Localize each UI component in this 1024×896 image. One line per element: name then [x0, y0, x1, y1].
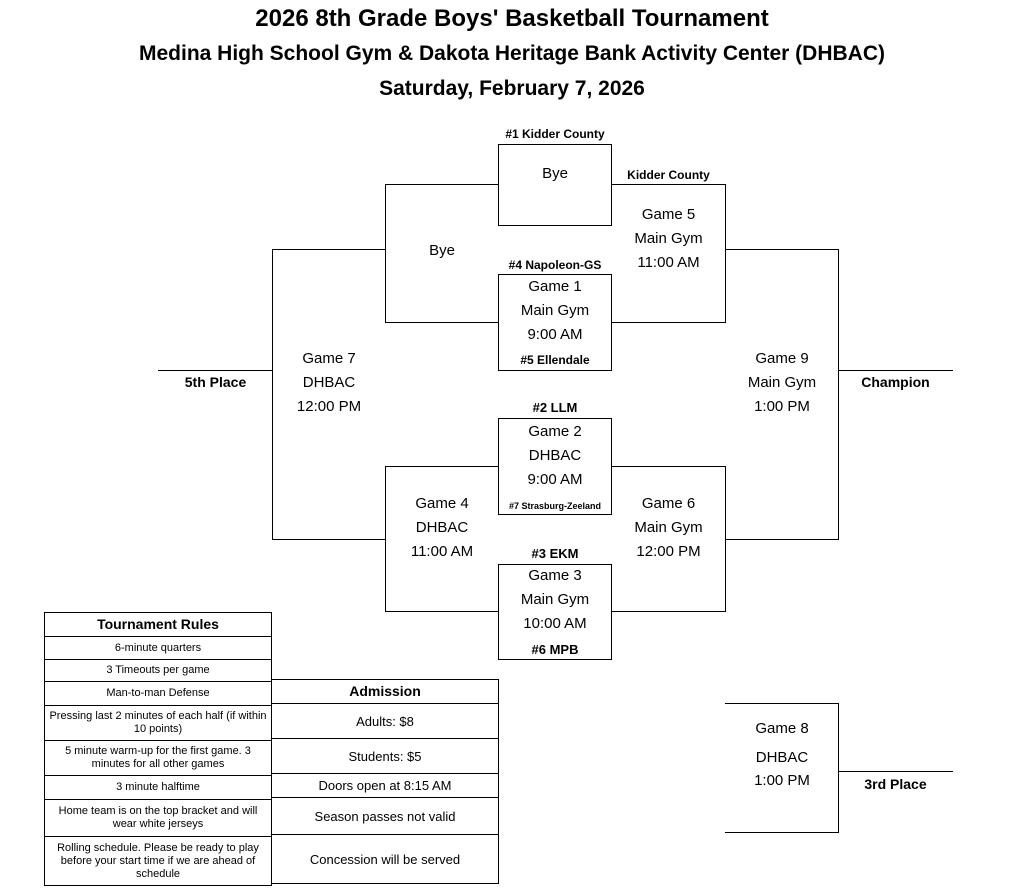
fifth-place-label: 5th Place [184, 374, 247, 390]
bye-label-round2: Bye [429, 242, 455, 259]
game-1-name: Game 1 [528, 278, 582, 295]
bye-label-top: Bye [542, 165, 568, 182]
seed-1-team: #1 Kidder County [505, 127, 605, 141]
game-6-location: Main Gym [634, 519, 703, 536]
game-5-location: Main Gym [634, 230, 703, 247]
game-9-time: 1:00 PM [754, 398, 810, 415]
admission-item: Season passes not valid [271, 797, 499, 835]
game-8-name: Game 8 [755, 720, 809, 737]
rules-heading: Tournament Rules [44, 612, 272, 637]
admission-item: Adults: $8 [271, 703, 499, 739]
game-7-location: DHBAC [302, 374, 356, 391]
rule-item: 6-minute quarters [44, 636, 272, 660]
game-7-info: Game 7 DHBAC 12:00 PM [272, 347, 386, 419]
game-6-name: Game 6 [641, 495, 696, 512]
game-5-info: Game 5 Main Gym 11:00 AM [611, 203, 726, 275]
rule-item: 3 Timeouts per game [44, 659, 272, 682]
game-1-time: 9:00 AM [527, 326, 583, 343]
game-2-info: Game 2 DHBAC 9:00 AM [498, 420, 612, 492]
seed-4-team: #4 Napoleon-GS [508, 258, 602, 272]
game-8-location: DHBAC [755, 749, 809, 766]
game-2-location: DHBAC [528, 447, 582, 464]
game-9-location: Main Gym [747, 374, 817, 391]
game-9-name: Game 9 [755, 350, 809, 367]
admission-table: Admission Adults: $8 Students: $5 Doors … [271, 679, 499, 884]
game-8-time: 1:00 PM [754, 772, 810, 789]
game-2-name: Game 2 [528, 423, 582, 440]
game-4-time: 11:00 AM [410, 543, 474, 560]
game-4-location: DHBAC [415, 519, 469, 536]
champion-label: Champion [861, 374, 930, 390]
seed-2-team: #2 LLM [532, 400, 578, 415]
game-4-info: Game 4 DHBAC 11:00 AM [385, 492, 499, 564]
game-3-info: Game 3 Main Gym 10:00 AM [498, 564, 612, 636]
game-7-name: Game 7 [302, 350, 356, 367]
tournament-rules-table: Tournament Rules 6-minute quarters 3 Tim… [44, 612, 272, 886]
game-7-time: 12:00 PM [296, 398, 362, 415]
game-6-info: Game 6 Main Gym 12:00 PM [611, 492, 726, 564]
game-2-time: 9:00 AM [527, 471, 583, 488]
game-4-name: Game 4 [415, 495, 469, 512]
date-subtitle: Saturday, February 7, 2026 [379, 77, 645, 100]
page-title: 2026 8th Grade Boys' Basketball Tourname… [255, 5, 769, 32]
game-5-top-team: Kidder County [627, 168, 710, 182]
game-3-location: Main Gym [520, 591, 590, 608]
rule-item: 3 minute halftime [44, 775, 272, 800]
rule-item: Man-to-man Defense [44, 681, 272, 706]
venue-subtitle: Medina High School Gym & Dakota Heritage… [138, 42, 885, 65]
admission-item: Students: $5 [271, 738, 499, 774]
game-6-time: 12:00 PM [636, 543, 701, 560]
seed-6-team: #6 MPB [531, 642, 579, 657]
seed-7-team: #7 Strasburg-Zeeland [508, 501, 602, 511]
rule-item: Pressing last 2 minutes of each half (if… [44, 705, 272, 741]
game-5-name: Game 5 [641, 206, 696, 223]
admission-item: Concession will be served [271, 834, 499, 884]
seed-5-team: #5 Ellendale [520, 353, 590, 367]
seed-3-team: #3 EKM [531, 546, 579, 561]
rule-item: 5 minute warm-up for the first game. 3 m… [44, 740, 272, 776]
game-8-info: Game 8 DHBAC 1:00 PM [725, 714, 839, 795]
admission-heading: Admission [271, 679, 499, 704]
game-1-location: Main Gym [520, 302, 590, 319]
game-5-time: 11:00 AM [637, 254, 700, 271]
rule-item: Home team is on the top bracket and will… [44, 799, 272, 837]
rule-item: Rolling schedule. Please be ready to pla… [44, 836, 272, 886]
game-3-time: 10:00 AM [523, 615, 587, 632]
admission-item: Doors open at 8:15 AM [271, 773, 499, 798]
game-3-name: Game 3 [528, 567, 582, 584]
game-9-info: Game 9 Main Gym 1:00 PM [725, 347, 839, 419]
game-1-info: Game 1 Main Gym 9:00 AM [498, 275, 612, 347]
third-place-label: 3rd Place [864, 776, 927, 792]
